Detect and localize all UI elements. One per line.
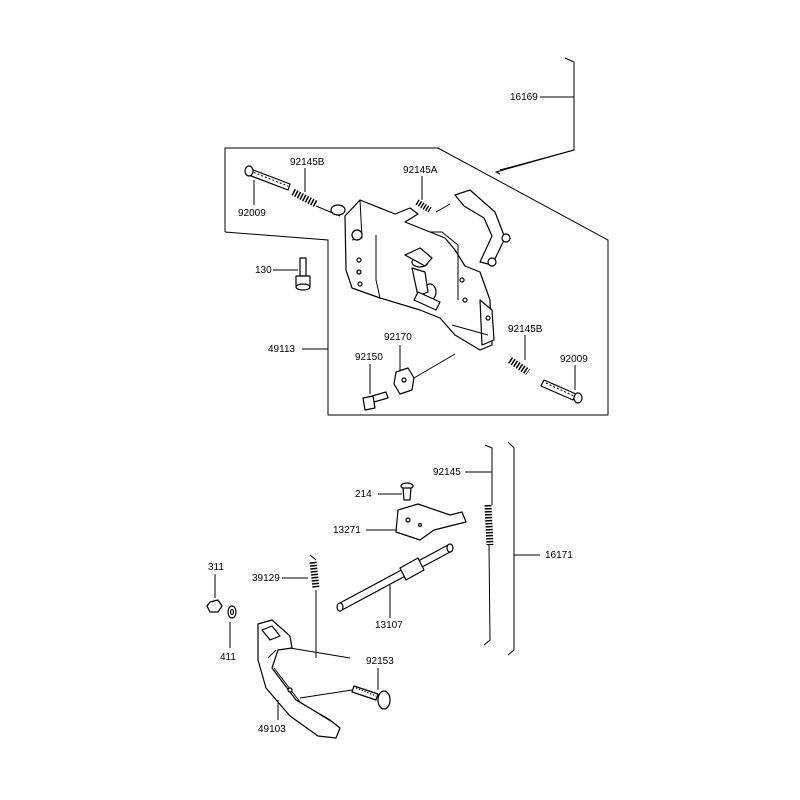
part-16171-rod: 16171 — [507, 441, 573, 656]
label-92170: 92170 — [384, 332, 412, 343]
label-411: 411 — [220, 652, 236, 663]
assembly-frame-49113 — [224, 147, 609, 416]
part-92170-clip: 92170 — [384, 332, 456, 395]
part-311-nut: 311 — [206, 562, 224, 613]
label-92145B-right: 92145B — [508, 324, 543, 335]
label-92145B-top: 92145B — [290, 157, 325, 168]
part-92145A-spring: 92145A — [403, 165, 451, 213]
part-49113-label: 49113 — [268, 344, 328, 355]
part-411-washer: 411 — [220, 605, 237, 663]
label-92153: 92153 — [366, 656, 394, 667]
label-214: 214 — [355, 489, 372, 500]
part-92153-pin: 92153 — [351, 656, 394, 710]
label-92145A: 92145A — [403, 165, 438, 176]
part-49103-lever: 49103 — [257, 619, 353, 739]
part-92009-bolt-right: 92009 — [540, 354, 588, 404]
label-92009-right: 92009 — [560, 354, 588, 365]
part-92145-spring: 92145 — [433, 444, 494, 646]
label-16169: 16169 — [510, 92, 538, 103]
label-49113: 49113 — [268, 344, 296, 355]
label-13107: 13107 — [375, 620, 403, 631]
label-92150: 92150 — [355, 352, 383, 363]
label-130: 130 — [255, 265, 272, 276]
label-39129: 39129 — [252, 573, 280, 584]
part-39129-spring: 39129 — [252, 554, 320, 658]
part-130-bolt: 130 — [255, 257, 311, 291]
control-plate — [330, 189, 511, 351]
part-214-screw: 214 — [355, 482, 414, 501]
part-92145B-spring-right: 92145B — [508, 324, 543, 375]
label-16171: 16171 — [545, 550, 573, 561]
part-92150-bolt: 92150 — [355, 352, 389, 411]
part-13271-bracket: 13271 — [333, 503, 467, 541]
label-311: 311 — [208, 562, 224, 573]
label-92009-top: 92009 — [238, 208, 266, 219]
label-13271: 13271 — [333, 525, 361, 536]
part-13107-shaft: 13107 — [336, 543, 454, 631]
part-16169-rod: 16169 — [494, 57, 575, 175]
label-92145: 92145 — [433, 467, 461, 478]
part-92009-bolt-top: 92009 — [238, 165, 291, 219]
label-49103: 49103 — [258, 724, 286, 735]
